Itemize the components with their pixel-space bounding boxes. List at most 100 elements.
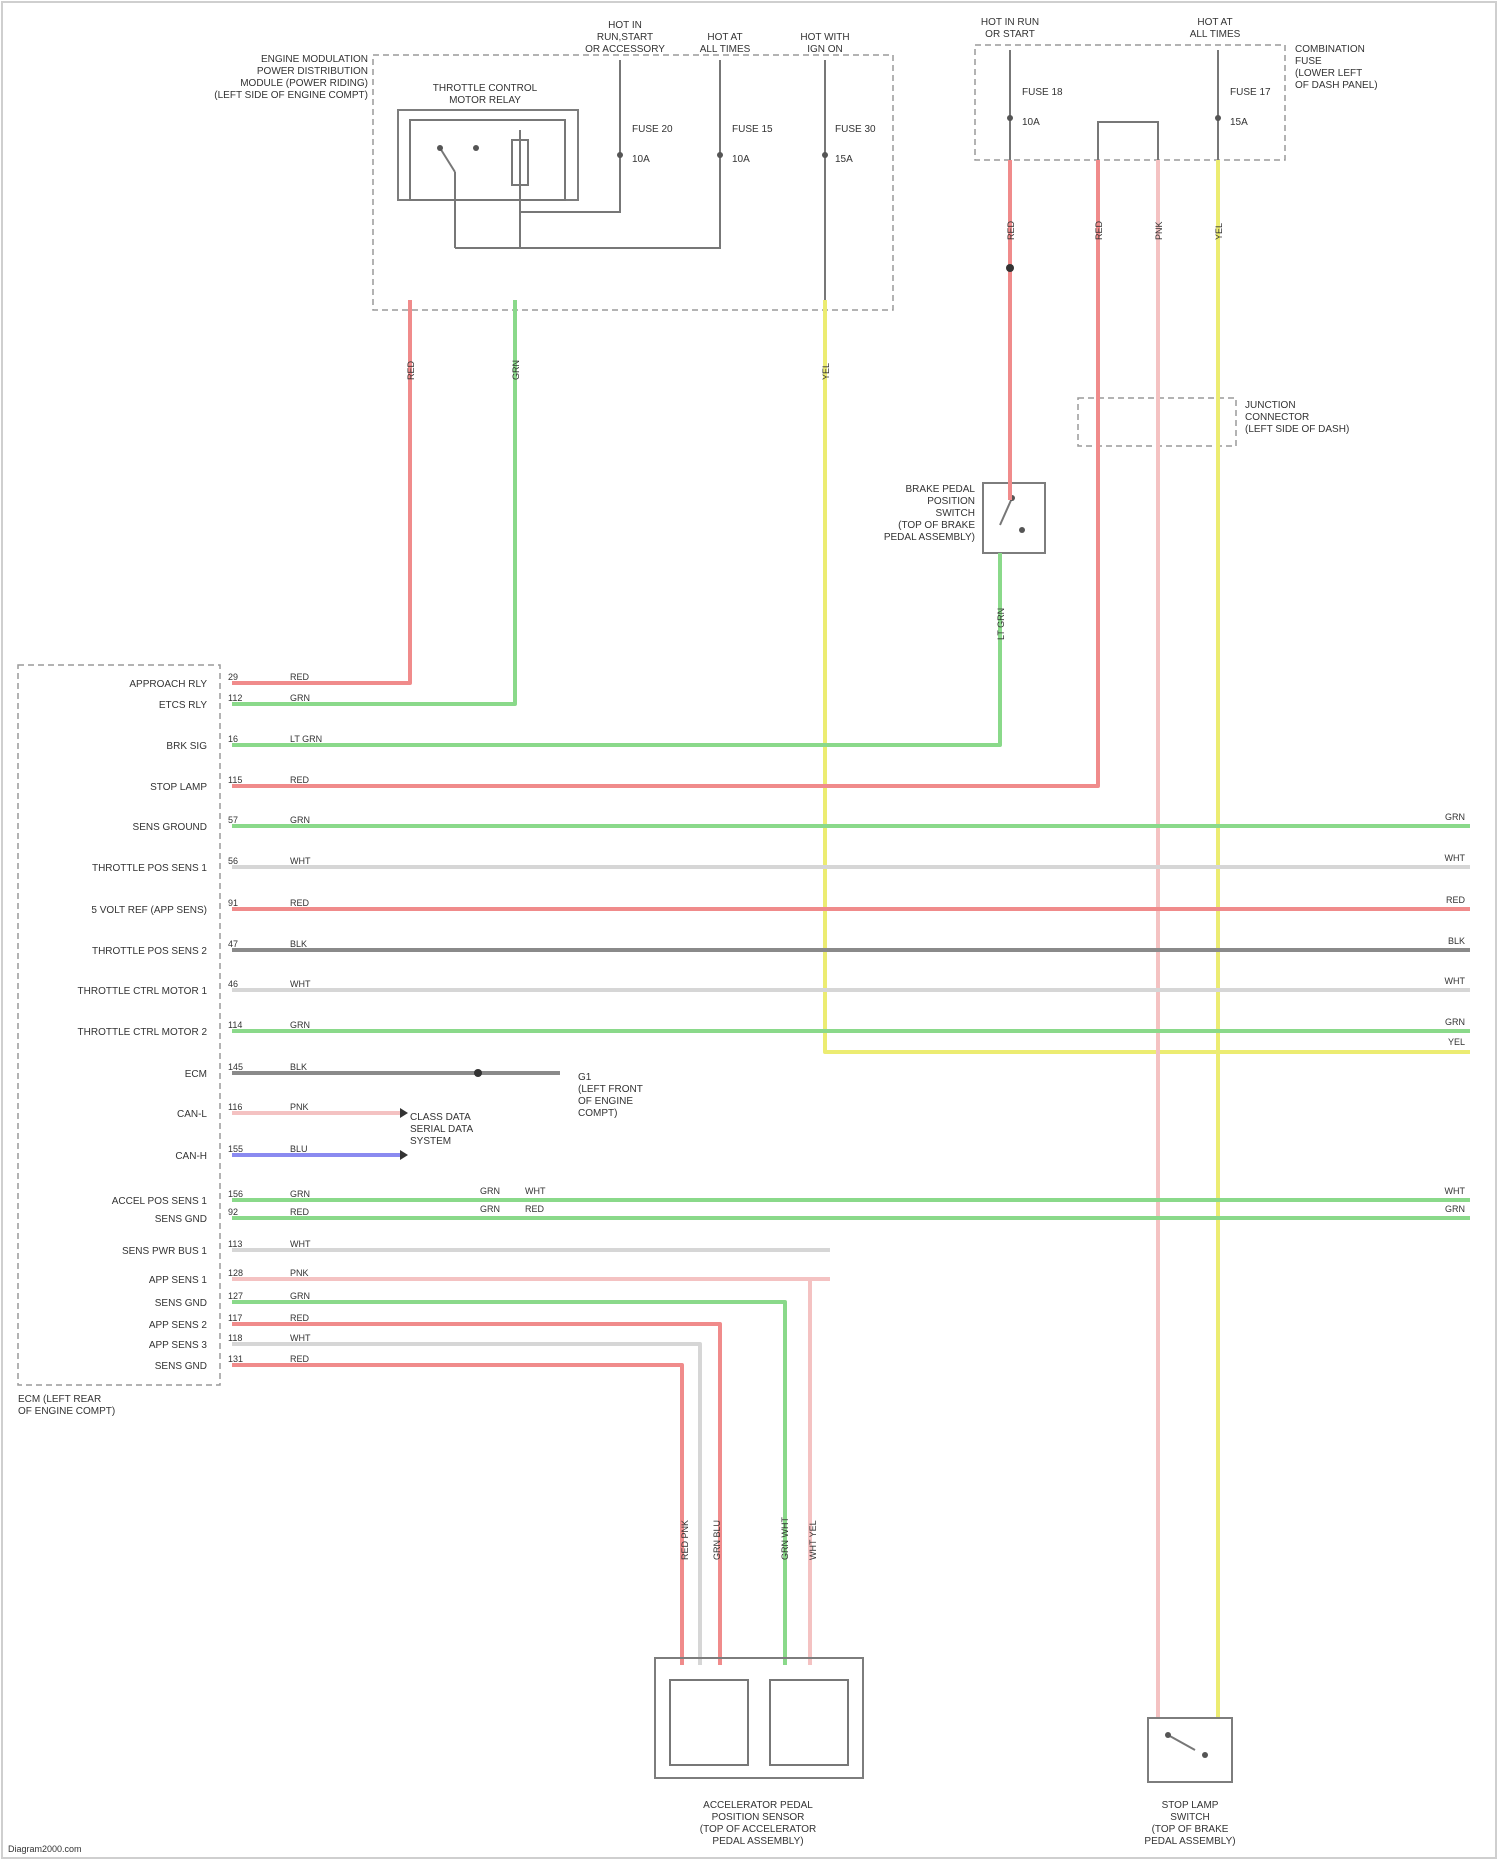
- pcm-pin-number: 155: [228, 1144, 243, 1154]
- wire-green-etcs-relay: [232, 300, 515, 704]
- brake-pedal-position-switch: [983, 483, 1045, 553]
- pcm-pin-label: SENS GND: [155, 1298, 207, 1309]
- app-sensor-element-2: [770, 1680, 848, 1765]
- fuse-label-18: FUSE 18: [1022, 87, 1063, 98]
- pcm-wire-color: PNK: [290, 1102, 309, 1112]
- ground-splice: [474, 1069, 482, 1077]
- pcm-pin-label: APP SENS 1: [149, 1275, 208, 1286]
- pcm-pin-label: ETCS RLY: [159, 700, 207, 711]
- app-sensor-element-1: [670, 1680, 748, 1765]
- pcm-wire-color: RED: [290, 1207, 310, 1217]
- pcm-pin-number: 16: [228, 734, 238, 744]
- pcm-wire-color: LT GRN: [290, 734, 322, 744]
- pcm-pin-number: 118: [228, 1333, 242, 1343]
- pcm-pin-label: STOP LAMP: [150, 782, 207, 793]
- fuse-panel-internals: FUSE 18 10A FUSE 17 15A: [1007, 50, 1271, 165]
- pcm-pin-number: 127: [228, 1291, 243, 1301]
- pcm-pin-label: APP SENS 3: [149, 1340, 208, 1351]
- pcm-pin-label: CAN-H: [175, 1151, 207, 1162]
- pcm-wire-color: WHT: [290, 856, 311, 866]
- right-edge-color: WHT: [1445, 976, 1466, 986]
- wire-layer: [232, 160, 1470, 1718]
- pcm-pin-number: 128: [228, 1268, 243, 1278]
- pcm-wire-color: BLU: [290, 1144, 308, 1154]
- right-edge-color: YEL: [1448, 1037, 1465, 1047]
- pcm-wire-color: RED: [290, 898, 310, 908]
- riser-fuse-yellow-label: YEL: [1214, 223, 1224, 240]
- pcm-pin-number: 117: [228, 1313, 242, 1323]
- stop-lamp-switch-contacts: [1165, 1732, 1208, 1758]
- pcm-pin-label: SENS GND: [155, 1214, 207, 1225]
- pcm-pin-label: ACCEL POS SENS 1: [112, 1196, 208, 1207]
- pcm-wire-color: GRN: [290, 1020, 310, 1030]
- pcm-wire-color: PNK: [290, 1268, 309, 1278]
- top-feed-labels-right: HOT IN RUNOR START HOT ATALL TIMES: [981, 17, 1241, 40]
- pcm-wire-color: RED: [290, 1313, 310, 1323]
- pcm-pin-label: THROTTLE CTRL MOTOR 1: [78, 986, 208, 997]
- fuse-amps-17: 15A: [1230, 117, 1248, 128]
- pcm-pin-number: 29: [228, 672, 238, 682]
- can-l-arrow: [400, 1108, 408, 1118]
- riser-fuse-red2-label: RED: [1094, 220, 1104, 240]
- pcm-pin-label: SENS PWR BUS 1: [122, 1246, 207, 1257]
- feed-label-hot-ign: HOT WITHIGN ON: [800, 32, 849, 55]
- pcm-pin-number: 47: [228, 939, 238, 949]
- wire-red-approach-relay: [232, 300, 410, 683]
- pcm-pin-number: 46: [228, 979, 238, 989]
- wire-red-fuse-stop-lamp: [232, 160, 1098, 786]
- right-edge-color: GRN: [1445, 1204, 1465, 1214]
- mid-splice-color: GRN: [480, 1186, 500, 1196]
- wire-app-sens-pink: [232, 1279, 810, 1665]
- pcm-pin-label: BRK SIG: [166, 741, 207, 752]
- riser-red-label: RED: [406, 360, 416, 380]
- stop-lamp-switch: [1148, 1718, 1232, 1782]
- mid-splice-color: WHT: [525, 1186, 546, 1196]
- fuse-amps-20: 10A: [632, 154, 650, 165]
- secondary-col: RED PNK: [680, 1520, 690, 1560]
- mid-splice-color: RED: [525, 1204, 545, 1214]
- pcm-wire-color: BLK: [290, 1062, 307, 1072]
- fuse-panel-box: [975, 45, 1285, 160]
- riser-fuse-red-label: RED: [1006, 220, 1016, 240]
- right-edge-color: RED: [1446, 895, 1466, 905]
- fuse-label-20: FUSE 20: [632, 124, 673, 135]
- right-edge-color: WHT: [1445, 853, 1466, 863]
- pcm-pin-label: SENS GND: [155, 1361, 207, 1372]
- accelerator-pedal-position-sensor: [655, 1658, 863, 1778]
- pcm-wire-color: GRN: [290, 815, 310, 825]
- pcm-wire-color: WHT: [290, 1239, 311, 1249]
- pcm-wire-color: GRN: [290, 693, 310, 703]
- pcm-pin-number: 112: [228, 693, 242, 703]
- fuse-amps-15: 10A: [732, 154, 750, 165]
- pcm-pin-number: 113: [228, 1239, 242, 1249]
- pcm-pin-label: THROTTLE POS SENS 2: [92, 946, 207, 957]
- wire-app-sens-white: [232, 1344, 700, 1665]
- pcm-pin-number: 91: [228, 898, 238, 908]
- pcm-pin-number: 56: [228, 856, 238, 866]
- fuse-label-30: FUSE 30: [835, 124, 876, 135]
- pcm-wire-color: GRN: [290, 1291, 310, 1301]
- right-edge-color: WHT: [1445, 1186, 1466, 1196]
- wire-app-sens-red2: [232, 1365, 682, 1665]
- pcm-wire-color: GRN: [290, 1189, 310, 1199]
- pcm-wire-color: RED: [290, 775, 310, 785]
- splice-dot: [1006, 264, 1014, 272]
- pcm-pin-number: 57: [228, 815, 238, 825]
- riser-brake-green-label: LT GRN: [996, 608, 1006, 640]
- pcm-pin-label: 5 VOLT REF (APP SENS): [91, 905, 207, 916]
- can-h-arrow: [400, 1150, 408, 1160]
- wire-app-sens-red: [232, 1324, 720, 1665]
